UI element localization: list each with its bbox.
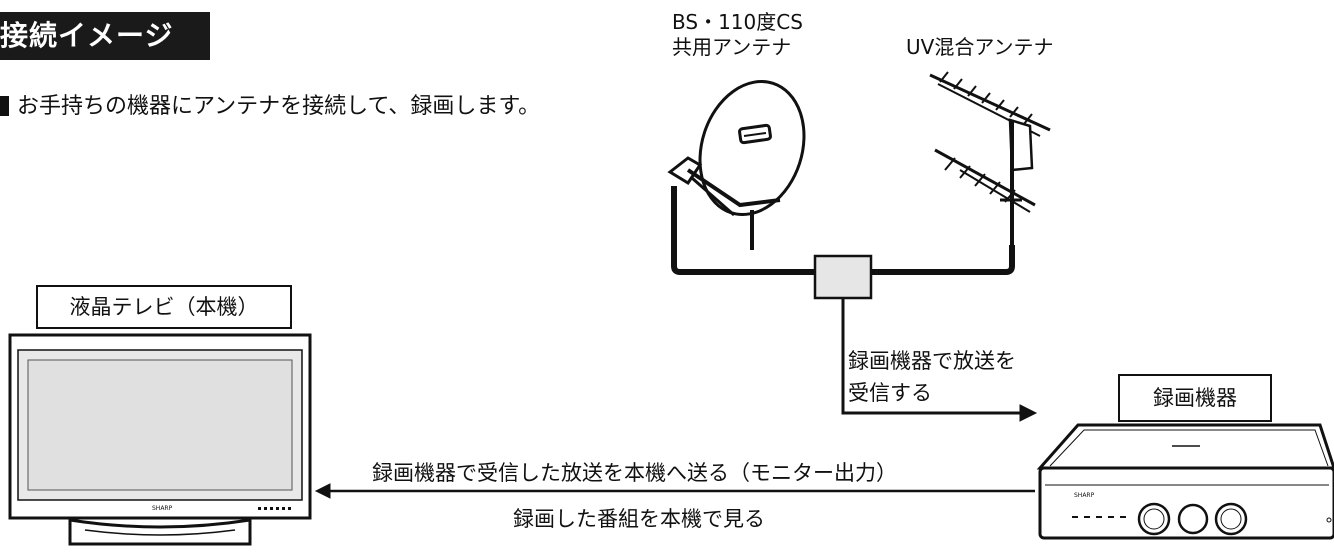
watch-caption: 録画した番組を本機で見る	[513, 507, 765, 531]
splitter-icon	[813, 254, 873, 300]
tv-brand-mark: SHARP	[152, 505, 173, 512]
receive-caption: 録画機器で放送を 受信する	[848, 345, 1016, 409]
intro-text: お手持ちの機器にアンテナを接続して、録画します。	[0, 88, 540, 120]
satellite-dish-icon	[667, 80, 806, 250]
satellite-antenna-label: BS・110度CS 共用アンテナ	[672, 10, 803, 60]
recorder-brand-mark: SHARP	[1074, 492, 1095, 499]
intro-label: お手持ちの機器にアンテナを接続して、録画します。	[17, 94, 541, 119]
satellite-antenna-label-line1: BS・110度CS	[672, 10, 803, 34]
uv-antenna-icon	[929, 71, 1051, 245]
receive-caption-line1: 録画機器で放送を	[848, 349, 1016, 373]
monitor-output-caption: 録画機器で受信した放送を本機へ送る（モニター出力）	[372, 461, 897, 485]
recorder-label-box: 録画機器	[1118, 374, 1272, 422]
uv-antenna-label: UV混合アンテナ	[906, 35, 1054, 59]
bullet-icon	[0, 96, 9, 116]
receive-caption-line2: 受信する	[848, 381, 932, 405]
antenna-cable	[671, 186, 1015, 275]
monitor-output-arrow	[314, 483, 1035, 499]
section-title: 接続イメージ	[0, 12, 210, 60]
tv-label-box: 液晶テレビ（本機）	[36, 285, 292, 329]
satellite-antenna-label-line2: 共用アンテナ	[672, 35, 792, 59]
receive-arrow	[841, 298, 1038, 422]
tv-icon	[8, 333, 312, 546]
recorder-icon	[1036, 423, 1334, 540]
